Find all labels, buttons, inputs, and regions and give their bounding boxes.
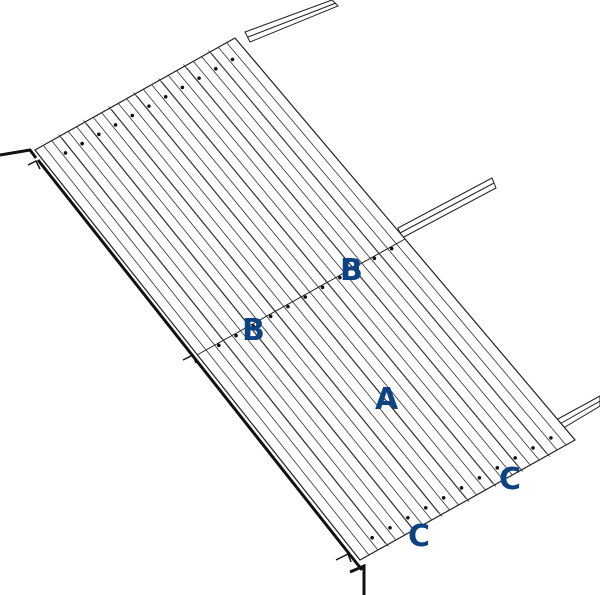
rib-line: [161, 81, 497, 487]
fastener-dot: [531, 446, 535, 450]
frame-lines: [0, 148, 366, 595]
bracket-left-top: [27, 159, 41, 170]
label-b-lower: B: [242, 313, 265, 348]
label-c-right: C: [499, 462, 521, 497]
fastener-dot: [63, 151, 68, 155]
label-b-upper: B: [340, 253, 363, 288]
fastener-dot: [388, 525, 392, 530]
rib-line: [158, 78, 494, 484]
bracket-left-mid: [182, 353, 197, 364]
rib-line: [108, 106, 440, 514]
fastener-dot: [459, 486, 464, 490]
fastener-dot: [234, 333, 238, 338]
fasteners: [63, 57, 553, 540]
fastener-dot: [370, 535, 374, 540]
fastener-dot: [423, 505, 428, 510]
rib-line: [211, 53, 550, 457]
fastener-dot: [389, 246, 394, 251]
fastener-dot: [477, 476, 482, 480]
fastener-dot: [251, 324, 256, 328]
fastener-dot: [180, 85, 185, 90]
rib-line: [186, 67, 524, 472]
fastener-dot: [549, 436, 553, 440]
fastener-dot: [97, 132, 101, 137]
bracket-bottom: [335, 552, 352, 563]
fastener-dot: [495, 466, 500, 470]
frame-bottom: [349, 563, 366, 595]
fastener-dot: [230, 57, 235, 62]
fastener-dot: [130, 113, 135, 118]
eave-line: [36, 159, 364, 571]
panel-ribs: [43, 42, 567, 556]
rib-line: [136, 95, 470, 502]
callout-labels: B B A C C: [242, 253, 521, 554]
fastener-dot: [286, 304, 290, 309]
label-a: A: [375, 382, 399, 417]
rail-top: [244, 0, 339, 43]
fastener-dot: [513, 456, 517, 460]
fastener-dot: [147, 104, 151, 108]
rib-line: [133, 92, 467, 499]
fastener-dot: [113, 123, 118, 127]
rib-line: [111, 109, 443, 517]
fastener-dot: [213, 66, 218, 71]
fastener-dot: [338, 275, 342, 280]
fastener-dot: [303, 295, 308, 299]
label-c-lower: C: [408, 519, 430, 554]
fastener-dot: [320, 285, 325, 290]
fastener-dot: [372, 256, 377, 261]
fastener-dot: [80, 141, 84, 146]
rib-line: [61, 137, 389, 547]
fastener-dot: [268, 314, 273, 319]
fastener-dot: [197, 76, 201, 80]
fastener-dot: [216, 343, 221, 348]
rib-line: [58, 134, 386, 544]
rib-line: [83, 120, 413, 529]
support-rails: [244, 0, 600, 431]
fastener-dot: [355, 266, 359, 270]
fastener-dot: [406, 515, 410, 520]
rib-line: [86, 123, 416, 532]
frame-top-left: [0, 148, 38, 159]
fastener-dot: [441, 496, 446, 500]
panel-overlap-seam: [196, 238, 406, 356]
fastener-dot: [163, 95, 168, 99]
